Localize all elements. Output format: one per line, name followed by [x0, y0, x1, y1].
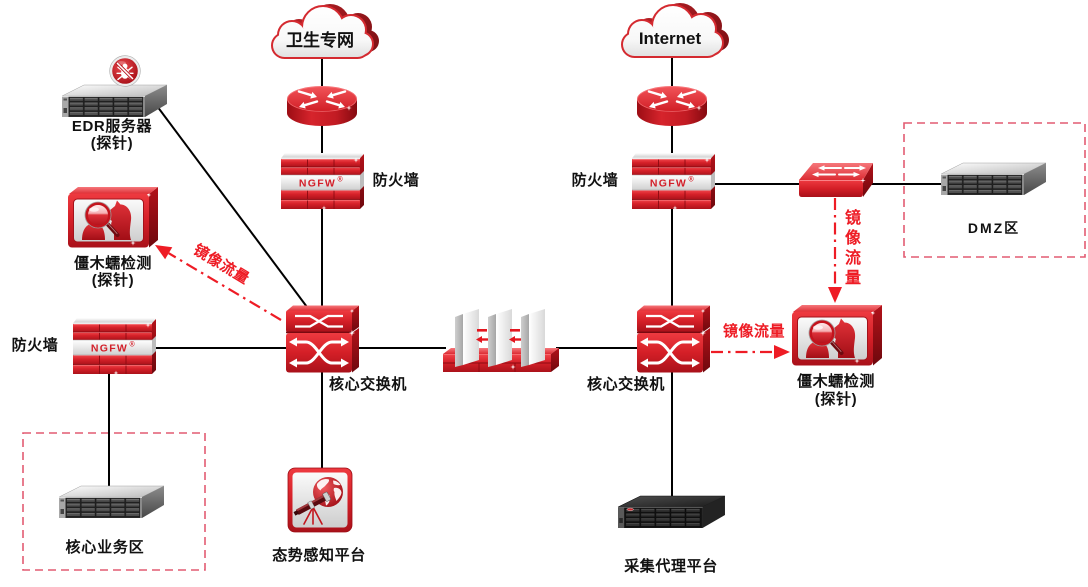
core-business-server: [57, 484, 165, 520]
ngfw-badge-text: NGFW: [299, 177, 336, 189]
cloud-internet-label: Internet: [638, 29, 702, 48]
switch-icon: [798, 162, 874, 198]
cloud-health-network-label: 卫生专网: [286, 31, 354, 50]
zone-dmz-label: DMZ区: [967, 220, 1021, 236]
ngfw-badge-text: NGFW: [650, 177, 687, 189]
ngfw-badge-text: NGFW: [91, 342, 128, 354]
zone-dmz: DMZ区: [903, 122, 1086, 258]
collection-agent-platform: [616, 494, 726, 530]
probe-internet-probe-note: (探针): [814, 391, 858, 408]
core-switch-icon: [637, 305, 710, 373]
server-icon: [57, 484, 165, 520]
router-icon: [636, 85, 708, 127]
core-switch-private-label: 核心交换机: [328, 376, 407, 393]
dmz-switch: [798, 162, 874, 198]
firewall-health-network: NGFW ®: [280, 152, 364, 210]
registered-mark: ®: [130, 341, 136, 349]
server-icon: [60, 83, 168, 119]
firewall-internet: NGFW ®: [631, 152, 715, 210]
router-health-network: [286, 85, 358, 127]
globe-telescope-icon: [287, 467, 353, 533]
cloud-health-network: 卫生专网: [268, 2, 380, 60]
firewall-icon: NGFW ®: [280, 152, 364, 210]
registered-mark: ®: [338, 176, 344, 184]
core-switch-private: [286, 305, 359, 373]
situational-awareness-platform: [287, 467, 353, 533]
server-icon: [616, 494, 726, 530]
firewall-icon: NGFW ®: [631, 152, 715, 210]
mirror-flow-arrowhead-private: [155, 245, 173, 260]
edr-server: [60, 54, 168, 119]
firewall-icon: NGFW ®: [72, 317, 156, 375]
trojan-detection-icon: [67, 186, 159, 248]
zone-dmz-border: [903, 122, 1086, 258]
core-switch-icon: [286, 305, 359, 373]
zombie-trojan-worm-probe-private: [67, 186, 159, 248]
network-gatekeeper: [443, 308, 559, 372]
probe-private-title: 僵木蠕检测: [73, 255, 152, 272]
trojan-detection-icon: [791, 304, 883, 366]
zone-core-business-border: [22, 432, 206, 571]
cloud-internet: Internet: [618, 1, 730, 59]
link-edr-server-core-switch: [156, 105, 308, 308]
edr-server-probe-note: (探针): [90, 135, 134, 152]
registered-mark: ®: [689, 176, 695, 184]
mirror-flow-arrowhead-dmz: [828, 287, 842, 303]
firewall-internet-label: 防火墙: [571, 172, 619, 189]
edr-server-title: EDR服务器: [71, 118, 153, 135]
zone-core-business-label: 核心业务区: [65, 539, 145, 556]
core-switch-internet: [637, 305, 710, 373]
dashed-zone-outline: [903, 122, 1086, 258]
probe-private-probe-note: (探针): [91, 272, 135, 289]
firewall-health-network-label: 防火墙: [372, 172, 420, 189]
server-icon: [939, 161, 1047, 197]
mirror-flow-line-private: [168, 252, 282, 321]
collection-agent-platform-label: 采集代理平台: [624, 558, 718, 575]
router-icon: [286, 85, 358, 127]
mirror-flow-arrowhead-internet: [774, 345, 790, 359]
dashed-zone-outline: [22, 432, 206, 571]
situational-awareness-platform-label: 态势感知平台: [272, 547, 366, 564]
gatekeeper-icon: [443, 308, 559, 372]
dmz-server: [939, 161, 1047, 197]
edr-antivirus-badge-icon: [109, 55, 141, 87]
firewall-core-business: NGFW ®: [72, 317, 156, 375]
mirror-flow-label-internet: 镜像流量: [722, 323, 785, 340]
core-switch-internet-label: 核心交换机: [586, 376, 665, 393]
probe-internet-label: 僵木蠕检测 (探针): [776, 373, 896, 409]
probe-private-label: 僵木蠕检测 (探针): [53, 255, 173, 289]
router-internet: [636, 85, 708, 127]
firewall-core-business-label: 防火墙: [11, 337, 59, 354]
mirror-traffic-flows: [155, 198, 842, 359]
zombie-trojan-worm-probe-internet: [791, 304, 883, 366]
edr-server-label: EDR服务器 (探针): [52, 118, 172, 152]
network-links: [108, 57, 944, 500]
probe-internet-title: 僵木蠕检测: [796, 373, 875, 390]
zone-core-business: 核心业务区: [22, 432, 206, 571]
mirror-flow-label-dmz: 镜像流量: [842, 209, 859, 289]
